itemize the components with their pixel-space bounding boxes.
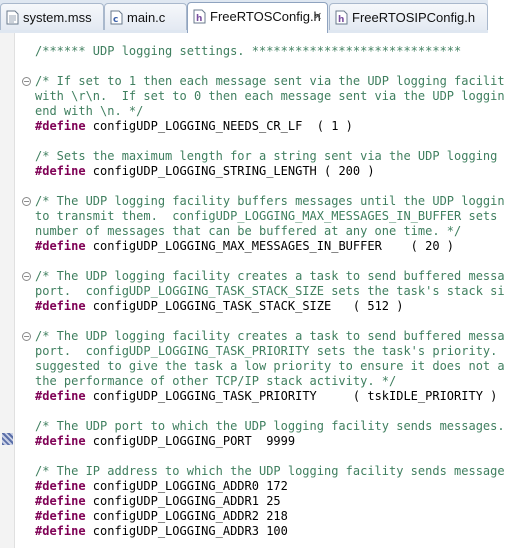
comment-text: /* The UDP port to which the UDP logging… — [35, 419, 505, 433]
define-body: configUDP_LOGGING_ADDR3 100 — [85, 524, 288, 538]
editor-tab-bar: system.mss c main.c h FreeRTOSConfig.h ✕… — [0, 0, 488, 34]
comment-text: suggested to give the task a low priorit… — [35, 359, 505, 373]
preprocessor-keyword: #define — [35, 434, 86, 448]
define-body: configUDP_LOGGING_ADDR0 172 — [85, 479, 288, 493]
code-line-comment[interactable]: end with \n. */ — [35, 104, 143, 119]
comment-text: /* The UDP logging facility buffers mess… — [35, 194, 505, 208]
h-file-icon: h — [193, 9, 206, 24]
tab-system-mss[interactable]: system.mss — [0, 3, 104, 30]
code-line-comment[interactable]: number of messages that can be buffered … — [35, 224, 461, 239]
define-body: configUDP_LOGGING_ADDR2 218 — [85, 509, 288, 523]
comment-text: port. configUDP_LOGGING_TASK_PRIORITY se… — [35, 344, 498, 358]
code-line-comment[interactable]: /* The UDP port to which the UDP logging… — [35, 419, 505, 434]
preprocessor-keyword: #define — [35, 164, 86, 178]
comment-text: /* The UDP logging facility creates a ta… — [35, 269, 505, 283]
fold-toggle-icon[interactable]: − — [22, 77, 31, 86]
code-line-define[interactable]: #define configUDP_LOGGING_TASK_PRIORITY … — [35, 389, 497, 404]
code-line-define[interactable]: #define configUDP_LOGGING_ADDR1 25 — [35, 494, 281, 509]
define-body: configUDP_LOGGING_NEEDS_CR_LF ( 1 ) — [85, 119, 353, 133]
preprocessor-keyword: #define — [35, 389, 86, 403]
code-line-comment[interactable]: suggested to give the task a low priorit… — [35, 359, 505, 374]
comment-text: with \r\n. If set to 0 then each message… — [35, 89, 505, 103]
comment-text: to transmit them. configUDP_LOGGING_MAX_… — [35, 209, 498, 223]
preprocessor-keyword: #define — [35, 299, 86, 313]
define-body: configUDP_LOGGING_TASK_PRIORITY ( tskIDL… — [85, 389, 498, 403]
comment-text: /* If set to 1 then each message sent vi… — [35, 74, 505, 88]
tab-label: system.mss — [23, 10, 92, 25]
tab-label: FreeRTOSIPConfig.h — [352, 10, 476, 25]
code-line-define[interactable]: #define configUDP_LOGGING_NEEDS_CR_LF ( … — [35, 119, 353, 134]
document-icon — [6, 10, 19, 25]
code-line-define[interactable]: #define configUDP_LOGGING_ADDR0 172 — [35, 479, 288, 494]
preprocessor-keyword: #define — [35, 239, 86, 253]
svg-text:h: h — [338, 15, 344, 25]
code-line-comment[interactable]: the performance of other TCP/IP stack ac… — [35, 374, 396, 389]
comment-text: port. configUDP_LOGGING_TASK_STACK_SIZE … — [35, 284, 505, 298]
code-line-define[interactable]: #define configUDP_LOGGING_ADDR2 218 — [35, 509, 288, 524]
close-icon[interactable]: ✕ — [313, 11, 323, 23]
define-body: configUDP_LOGGING_ADDR1 25 — [85, 494, 281, 508]
preprocessor-keyword: #define — [35, 479, 86, 493]
bookmark-marker-icon[interactable] — [2, 433, 13, 445]
comment-text: end with \n. */ — [35, 104, 144, 118]
tab-main-c[interactable]: c main.c — [104, 3, 187, 30]
comment-text: /* The UDP logging facility creates a ta… — [35, 329, 505, 343]
preprocessor-keyword: #define — [35, 524, 86, 538]
tab-freertosipconfig-h[interactable]: h FreeRTOSIPConfig.h — [329, 3, 488, 30]
define-body: configUDP_LOGGING_PORT 9999 — [85, 434, 296, 448]
code-line-define[interactable]: #define configUDP_LOGGING_STRING_LENGTH … — [35, 164, 375, 179]
code-line-comment[interactable]: with \r\n. If set to 0 then each message… — [35, 89, 505, 104]
preprocessor-keyword: #define — [35, 494, 86, 508]
tab-label: FreeRTOSConfig.h — [210, 9, 321, 24]
code-line-comment[interactable]: /* The UDP logging facility creates a ta… — [35, 269, 505, 284]
code-editor[interactable]: − − − − /****** UDP logging settings. *****… — [0, 33, 505, 548]
svg-text:h: h — [196, 14, 202, 24]
svg-text:c: c — [113, 15, 118, 25]
code-line-comment[interactable]: /* If set to 1 then each message sent vi… — [35, 74, 505, 89]
code-line-define[interactable]: #define configUDP_LOGGING_TASK_STACK_SIZ… — [35, 299, 403, 314]
code-line-define[interactable]: #define configUDP_LOGGING_MAX_MESSAGES_I… — [35, 239, 454, 254]
comment-text: /* Sets the maximum length for a string … — [35, 149, 498, 163]
define-body: configUDP_LOGGING_MAX_MESSAGES_IN_BUFFER… — [85, 239, 455, 253]
h-file-icon: h — [335, 10, 348, 25]
code-line-comment[interactable]: port. configUDP_LOGGING_TASK_STACK_SIZE … — [35, 284, 505, 299]
comment-text: the performance of other TCP/IP stack ac… — [35, 374, 397, 388]
comment-text: number of messages that can be buffered … — [35, 224, 462, 238]
code-line-comment[interactable]: /****** UDP logging settings. **********… — [35, 44, 461, 59]
fold-toggle-icon[interactable]: − — [22, 272, 31, 281]
preprocessor-keyword: #define — [35, 119, 86, 133]
code-line-comment[interactable]: /* The IP address to which the UDP loggi… — [35, 464, 505, 479]
comment-text: /****** UDP logging settings. **********… — [35, 44, 462, 58]
code-line-define[interactable]: #define configUDP_LOGGING_PORT 9999 — [35, 434, 295, 449]
code-line-comment[interactable]: /* The UDP logging facility buffers mess… — [35, 194, 505, 209]
define-body: configUDP_LOGGING_TASK_STACK_SIZE ( 512 … — [85, 299, 404, 313]
code-line-comment[interactable]: to transmit them. configUDP_LOGGING_MAX_… — [35, 209, 497, 224]
code-line-comment[interactable]: /* Sets the maximum length for a string … — [35, 149, 497, 164]
fold-toggle-icon[interactable]: − — [22, 197, 31, 206]
preprocessor-keyword: #define — [35, 509, 86, 523]
fold-toggle-icon[interactable]: − — [22, 332, 31, 341]
define-body: configUDP_LOGGING_STRING_LENGTH ( 200 ) — [85, 164, 375, 178]
tab-freertosconfig-h[interactable]: h FreeRTOSConfig.h ✕ — [187, 2, 328, 33]
code-line-comment[interactable]: /* The UDP logging facility creates a ta… — [35, 329, 505, 344]
tab-label: main.c — [127, 10, 166, 25]
code-line-comment[interactable]: port. configUDP_LOGGING_TASK_PRIORITY se… — [35, 344, 497, 359]
annotation-ruler — [0, 33, 15, 548]
comment-text: /* The IP address to which the UDP loggi… — [35, 464, 505, 478]
code-line-define[interactable]: #define configUDP_LOGGING_ADDR3 100 — [35, 524, 288, 539]
c-file-icon: c — [110, 10, 123, 25]
